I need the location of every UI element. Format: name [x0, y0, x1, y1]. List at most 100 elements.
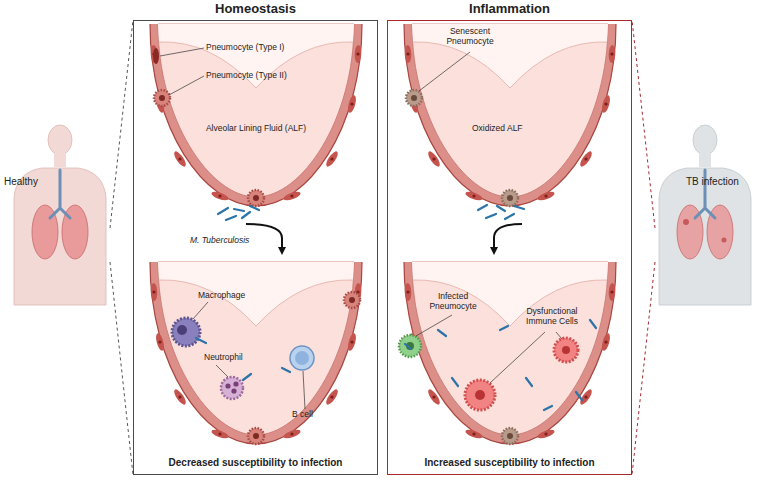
cell-nucleus — [411, 95, 417, 101]
bacterium — [500, 326, 508, 330]
person-body — [14, 168, 106, 305]
person-head — [693, 125, 717, 155]
senescent-pneumocyte — [502, 428, 518, 444]
person-head — [48, 125, 72, 155]
cell-nucleus — [507, 433, 513, 439]
leader-line — [160, 48, 204, 56]
person-body — [659, 168, 751, 305]
bacteria-cluster — [218, 205, 524, 220]
type2-pneumocyte — [154, 90, 170, 106]
dysfunctional-immune-cell — [465, 380, 495, 410]
cell-nucleus — [253, 195, 259, 201]
callout-label: Pneumocyte (Type I) — [206, 43, 306, 53]
zoom-line — [110, 262, 133, 475]
bacterium — [405, 344, 411, 349]
bacterium — [242, 212, 250, 218]
bacterium — [452, 378, 458, 386]
infected-pneumocyte — [399, 335, 421, 357]
cell-nucleus — [475, 390, 485, 400]
senescent-pneumocyte — [502, 190, 518, 206]
cell-nucleus — [349, 297, 355, 303]
leader-line — [416, 315, 452, 336]
infection-arrow — [494, 224, 522, 252]
leader-line — [216, 365, 228, 377]
panel-box: HomeostasisDecreased susceptibility to i… — [133, 20, 378, 475]
bacterium — [526, 378, 532, 386]
macrophage — [172, 318, 200, 346]
bacteria-cluster — [196, 338, 290, 380]
bacterium — [282, 368, 290, 372]
cell-nucleus — [562, 346, 570, 354]
bacterium — [544, 406, 552, 410]
cell-nucleus — [233, 381, 238, 386]
cell-nucleus — [507, 195, 513, 201]
bacterium — [514, 206, 524, 209]
cell-nucleus — [231, 388, 236, 393]
zoom-line — [632, 262, 655, 475]
bacterium — [590, 320, 596, 328]
bacterium — [218, 208, 228, 214]
alveolus — [150, 262, 362, 444]
bacterium — [243, 374, 251, 380]
bacterium — [196, 338, 206, 343]
bacterium — [576, 392, 582, 400]
type2-pneumocyte — [344, 292, 360, 308]
callout-label: Oxidized ALF — [472, 124, 552, 134]
callout-label: TB infection — [686, 176, 761, 188]
lung-lesion — [722, 238, 727, 243]
cell-nucleus — [253, 433, 259, 439]
trachea — [50, 170, 70, 218]
callout-label: Senescent Pneumocyte — [440, 27, 500, 47]
cell-nucleus — [159, 95, 165, 101]
leader-line — [193, 302, 208, 319]
b-cell — [290, 346, 314, 370]
cell-nucleus — [177, 325, 187, 335]
callout-label: Dysfunctional Immune Cells — [520, 307, 584, 327]
bacterium — [486, 214, 496, 218]
panel-caption: Increased susceptibility to infection — [388, 457, 631, 469]
panel-heading: Inflammation — [388, 2, 631, 17]
alveolus — [404, 262, 616, 444]
alveolus — [404, 24, 616, 206]
cell-nucleus — [295, 351, 309, 365]
callout-label: Macrophage — [198, 291, 258, 301]
leader-line — [556, 332, 562, 339]
dysfunctional-immune-cell — [554, 338, 578, 362]
bacterium — [497, 206, 505, 211]
bacterium — [438, 330, 446, 336]
infection-arrow — [246, 224, 282, 252]
bacterium — [234, 209, 244, 211]
panel-heading: Homeostasis — [134, 2, 377, 17]
leader-line — [490, 332, 545, 383]
bacterium — [226, 216, 236, 220]
bacterium — [250, 206, 259, 210]
type2-pneumocyte — [248, 428, 264, 444]
leader-line — [419, 52, 470, 91]
callout-label: M. Tuberculosis — [190, 236, 275, 246]
zoom-line — [110, 20, 133, 228]
callout-label: Neutrophil — [204, 353, 264, 363]
person-neck — [54, 153, 66, 167]
callout-label: Healthy — [4, 176, 52, 188]
cell-nucleus — [406, 342, 414, 350]
senescent-pneumocyte — [406, 90, 422, 106]
type2-pneumocyte — [248, 190, 264, 206]
panel-box: InflammationIncreased susceptibility to … — [387, 20, 632, 475]
panel-caption: Decreased susceptibility to infection — [134, 457, 377, 469]
callout-label: Alveolar Lining Fluid (ALF) — [191, 124, 321, 134]
bacteria-cluster — [405, 320, 596, 410]
leader-line — [169, 76, 204, 95]
callout-label: Infected Pneumocyte — [423, 292, 483, 312]
type1-pneumocyte — [153, 48, 159, 64]
person-neck — [699, 153, 711, 167]
lung-lesion — [683, 219, 689, 225]
alveolus — [150, 24, 362, 206]
zoom-line — [632, 20, 655, 228]
cell-nucleus — [225, 383, 230, 388]
bacterium — [478, 205, 487, 210]
neutrophil — [221, 377, 243, 399]
callout-label: B cell — [292, 410, 332, 420]
leader-line — [303, 371, 305, 409]
